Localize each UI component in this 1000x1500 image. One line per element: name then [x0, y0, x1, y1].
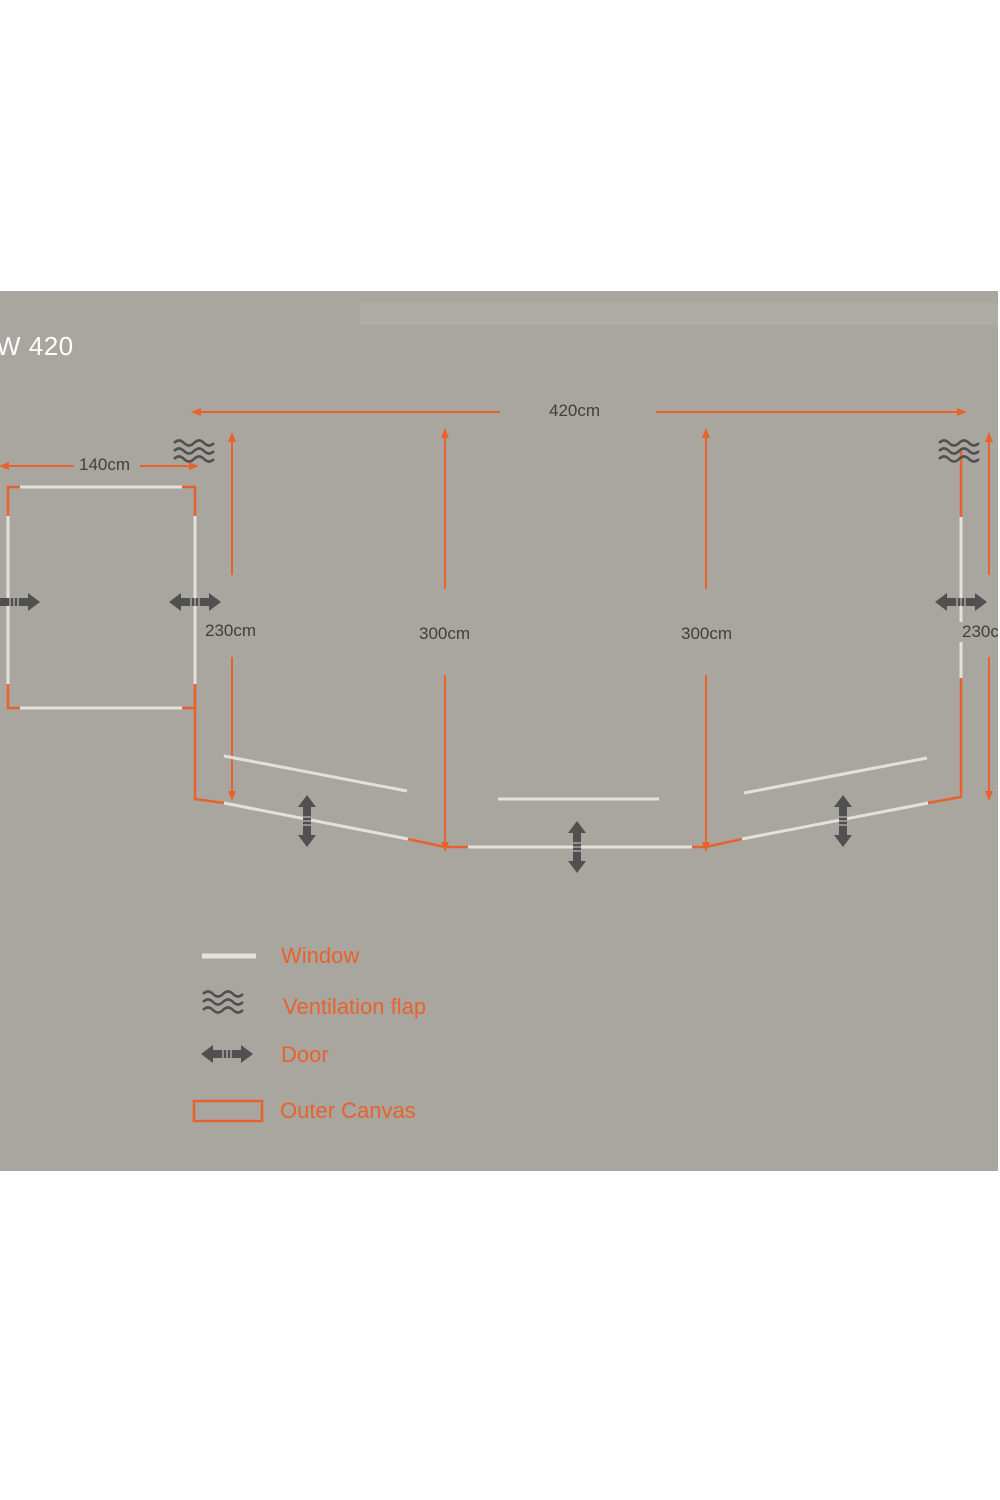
- legend-label-outer-canvas: Outer Canvas: [280, 1098, 416, 1123]
- legend-symbols: [192, 953, 264, 1123]
- ventilation-flap-icon: [172, 439, 216, 463]
- faint-header-strip: [360, 303, 998, 325]
- ventilation-flap-icon: [937, 439, 981, 463]
- dim-label-width-annex: 140cm: [76, 455, 134, 475]
- legend-label-window: Window: [281, 943, 360, 968]
- door-legend-icon: [200, 1044, 254, 1064]
- model-title: W 420: [0, 331, 74, 361]
- dim-label-width-main: 420cm: [546, 401, 604, 421]
- legend-label-ventilation-flap: Ventilation flap: [283, 994, 427, 1019]
- annex-windows: [6, 485, 197, 710]
- dim-label-depth-side-left: 230cm: [202, 621, 260, 641]
- main-outer-canvas: [193, 451, 963, 849]
- ventilation-flap-legend-icon: [201, 990, 245, 1014]
- door-icon: [0, 592, 41, 612]
- main-windows: [223, 517, 963, 849]
- dimension-lines: [0, 408, 993, 852]
- dim-label-depth-center-left: 300cm: [416, 624, 474, 644]
- outer-canvas-legend-rect: [192, 1099, 264, 1123]
- legend-label-door: Door: [281, 1042, 329, 1067]
- dim-label-depth-side-right: 230cm: [959, 622, 998, 642]
- dim-label-depth-center-right: 300cm: [678, 624, 736, 644]
- floor-plan-panel: W 420 420cm 140cm 230cm 300cm 300cm 230c…: [0, 291, 998, 1171]
- annex-outer-canvas: [6, 485, 197, 710]
- floor-plan-diagram: [0, 303, 998, 1123]
